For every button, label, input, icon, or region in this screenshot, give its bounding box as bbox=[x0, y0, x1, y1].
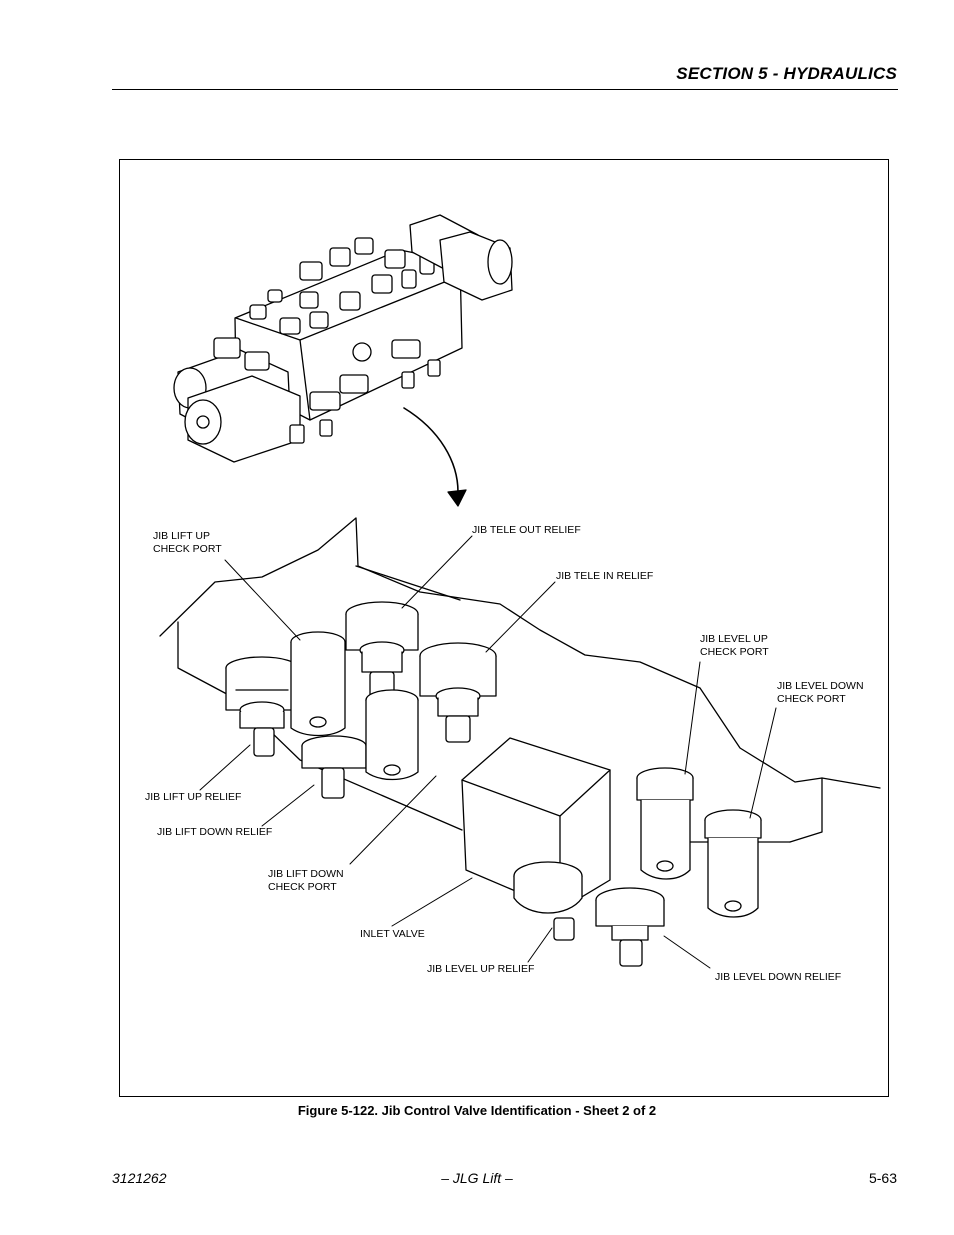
label-jib-lift-down-relief: JIB LIFT DOWN RELIEF bbox=[157, 826, 273, 838]
figure-frame bbox=[119, 159, 889, 1097]
label-jib-lift-down-check-port: JIB LIFT DOWN CHECK PORT bbox=[268, 868, 344, 893]
label-jib-level-down-check-port: JIB LEVEL DOWN CHECK PORT bbox=[777, 680, 864, 705]
header-rule bbox=[112, 89, 898, 90]
label-inlet-valve: INLET VALVE bbox=[360, 928, 425, 940]
label-jib-level-up-relief: JIB LEVEL UP RELIEF bbox=[427, 963, 535, 975]
label-jib-lift-up-relief: JIB LIFT UP RELIEF bbox=[145, 791, 242, 803]
label-jib-tele-in-relief: JIB TELE IN RELIEF bbox=[556, 570, 654, 582]
doc-number: 3121262 bbox=[112, 1170, 167, 1186]
section-title: SECTION 5 - HYDRAULICS bbox=[676, 64, 897, 83]
label-jib-lift-up-check-port: JIB LIFT UP CHECK PORT bbox=[153, 530, 222, 555]
label-jib-level-down-relief: JIB LEVEL DOWN RELIEF bbox=[715, 971, 842, 983]
valve-detail-drawing bbox=[159, 517, 881, 969]
label-jib-level-up-check-port: JIB LEVEL UP CHECK PORT bbox=[700, 633, 769, 658]
manifold-overview-drawing bbox=[173, 214, 513, 507]
label-jib-tele-out-relief: JIB TELE OUT RELIEF bbox=[472, 524, 581, 536]
publisher: – JLG Lift – bbox=[441, 1170, 513, 1186]
figure-caption: Figure 5-122. Jib Control Valve Identifi… bbox=[297, 1103, 657, 1118]
page-number: 5-63 bbox=[868, 1170, 897, 1186]
